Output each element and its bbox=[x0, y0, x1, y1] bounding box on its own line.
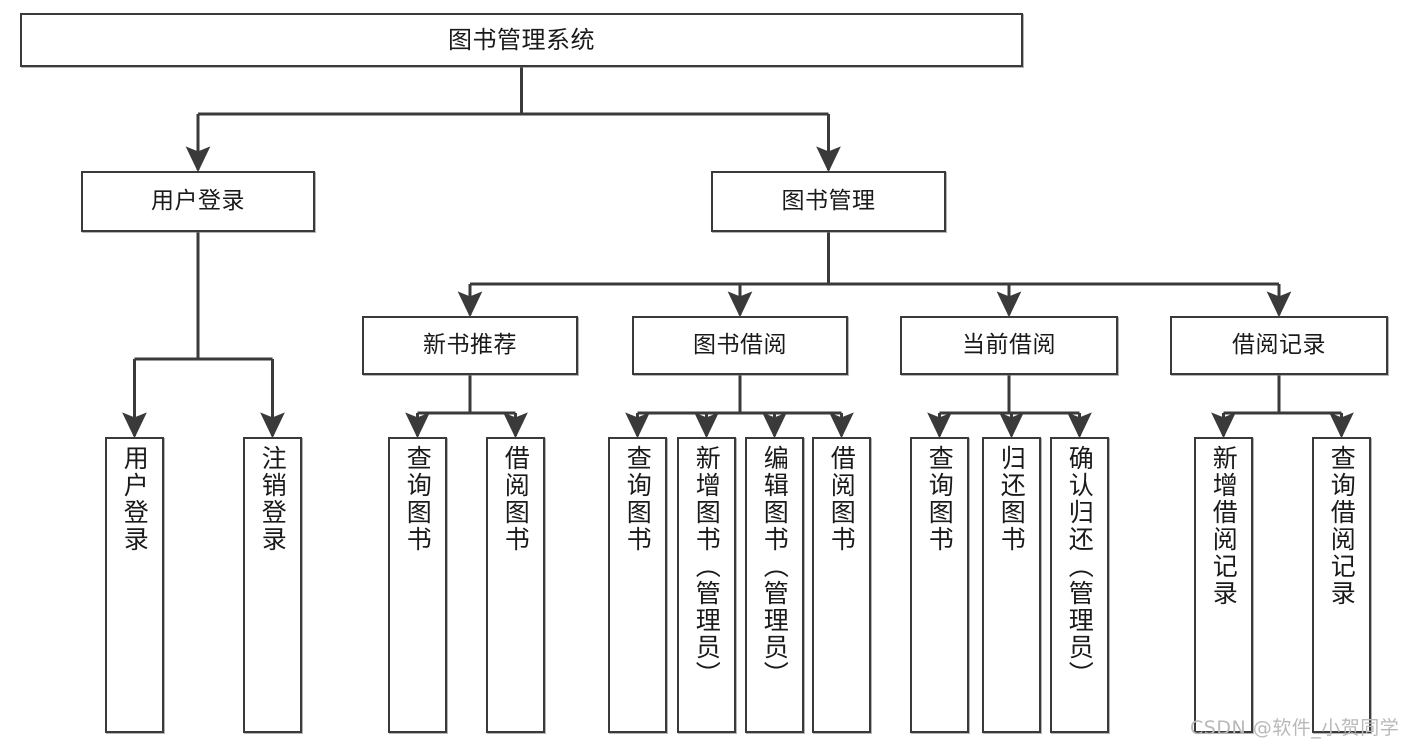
node-user-login: 用户登录 bbox=[81, 171, 315, 232]
node-label: 图书管理 bbox=[781, 187, 876, 214]
node-label: 图书管理系统 bbox=[448, 25, 595, 54]
node-label: 新增图书（管理员） bbox=[692, 445, 722, 688]
node-leaf-rec-add: 新增借阅记录 bbox=[1194, 437, 1253, 733]
node-label: 图书借阅 bbox=[693, 331, 787, 358]
node-label: 借阅记录 bbox=[1232, 331, 1326, 358]
node-leaf-borrow-lend: 借阅图书 bbox=[812, 437, 871, 733]
node-label: 注销登录 bbox=[258, 445, 288, 553]
node-label: 新书推荐 bbox=[423, 331, 517, 358]
node-leaf-cur-return: 归还图书 bbox=[982, 437, 1041, 733]
node-borrow-record: 借阅记录 bbox=[1170, 316, 1388, 375]
node-book-manage: 图书管理 bbox=[711, 171, 946, 232]
node-label: 用户登录 bbox=[151, 187, 245, 214]
csdn-watermark: CSDN @软件_小贺同学 bbox=[1190, 717, 1400, 739]
node-leaf-rec-search: 查询借阅记录 bbox=[1312, 437, 1371, 733]
node-label: 借阅图书 bbox=[501, 445, 531, 553]
node-label: 查询借阅记录 bbox=[1327, 445, 1357, 607]
node-label: 确认归还（管理员） bbox=[1065, 445, 1095, 688]
node-root: 图书管理系统 bbox=[20, 13, 1023, 67]
node-current-borrow: 当前借阅 bbox=[900, 316, 1118, 375]
node-label: 编辑图书（管理员） bbox=[760, 445, 790, 688]
node-leaf-borrow-edit: 编辑图书（管理员） bbox=[745, 437, 804, 733]
node-label: 借阅图书 bbox=[827, 445, 857, 553]
node-leaf-cur-query: 查询图书 bbox=[910, 437, 969, 733]
node-label: 用户登录 bbox=[120, 445, 150, 553]
node-leaf-rec-query: 查询图书 bbox=[388, 437, 447, 733]
node-leaf-user-login: 用户登录 bbox=[105, 437, 164, 733]
node-label: 查询图书 bbox=[623, 445, 653, 553]
node-leaf-logout: 注销登录 bbox=[243, 437, 302, 733]
node-leaf-rec-borrow: 借阅图书 bbox=[486, 437, 545, 733]
node-leaf-borrow-add: 新增图书（管理员） bbox=[677, 437, 736, 733]
node-label: 查询图书 bbox=[403, 445, 433, 553]
node-leaf-cur-confirm: 确认归还（管理员） bbox=[1050, 437, 1109, 733]
node-label: 新增借阅记录 bbox=[1209, 445, 1239, 607]
node-book-borrow: 图书借阅 bbox=[632, 316, 848, 375]
node-label: 查询图书 bbox=[925, 445, 955, 553]
node-label: 当前借阅 bbox=[962, 331, 1056, 358]
node-label: 归还图书 bbox=[997, 445, 1027, 553]
node-leaf-borrow-query: 查询图书 bbox=[608, 437, 667, 733]
node-new-book-rec: 新书推荐 bbox=[362, 316, 578, 375]
